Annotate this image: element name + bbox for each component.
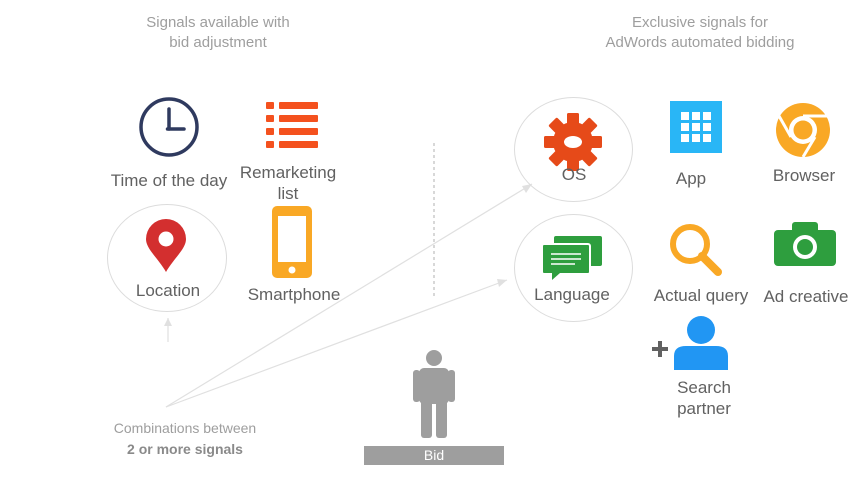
browser-icon [776, 103, 830, 158]
header-left: Signals available with bid adjustment [108, 13, 328, 53]
clock-icon [139, 97, 199, 157]
search-partner-label: Search partner [656, 377, 752, 419]
language-label: Language [534, 285, 610, 304]
magnifier-icon [670, 224, 722, 276]
combinations-line2: 2 or more signals [127, 441, 243, 457]
gear-icon [544, 113, 602, 171]
header-left-line1: Signals available with [146, 14, 290, 31]
language-circle [514, 214, 633, 322]
bid-bar: Bid [364, 446, 504, 465]
bid-label: Bid [423, 447, 445, 463]
app-label: App [675, 169, 707, 188]
remarketing-label-line2: list [277, 184, 299, 203]
location-pin-icon [146, 219, 186, 272]
header-right-line2: AdWords automated bidding [605, 34, 795, 51]
plus-icon [652, 341, 668, 357]
os-circle [514, 97, 633, 202]
header-right: Exclusive signals for AdWords automated … [580, 13, 820, 53]
list-icon [266, 102, 318, 148]
search-partner-line1: Search [677, 378, 731, 397]
ad-creative-label: Ad creative [763, 287, 849, 306]
bidder-person-icon [413, 350, 455, 438]
browser-label: Browser [772, 166, 836, 185]
actual-query-label: Actual query [653, 286, 749, 305]
app-grid-icon [670, 101, 722, 153]
smartphone-label: Smartphone [247, 285, 341, 304]
search-partner-line2: partner [677, 399, 731, 418]
os-label: OS [561, 165, 587, 184]
arrow-to-os [165, 183, 533, 408]
remarketing-label: Remarketing list [232, 162, 344, 204]
remarketing-label-line1: Remarketing [239, 163, 337, 182]
header-left-line2: bid adjustment [169, 34, 267, 51]
camera-icon [774, 222, 836, 266]
person-icon [674, 316, 728, 370]
location-circle [107, 204, 227, 312]
combinations-note: Combinations between 2 or more signals [90, 418, 280, 460]
smartphone-icon [272, 206, 312, 278]
arrow-to-language [165, 279, 508, 408]
time-label: Time of the day [110, 171, 228, 190]
chat-bubbles-icon [541, 236, 602, 280]
combinations-line1: Combinations between [113, 420, 257, 436]
location-label: Location [135, 281, 201, 300]
header-right-line1: Exclusive signals for [632, 14, 768, 31]
